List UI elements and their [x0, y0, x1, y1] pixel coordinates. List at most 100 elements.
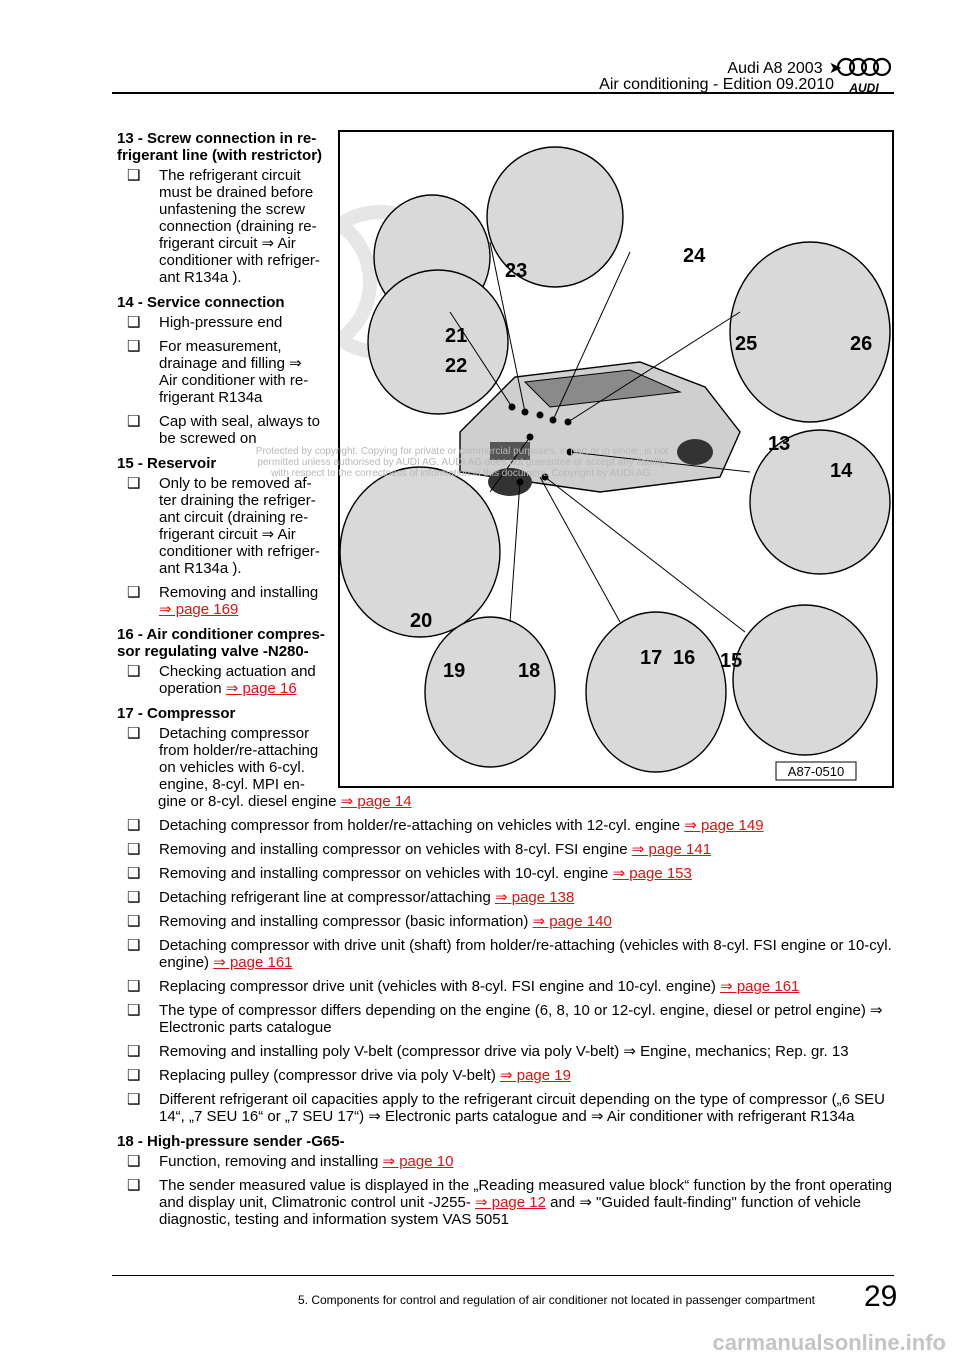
figure-code-box — [775, 761, 857, 781]
bullet-item: ❑ Detaching compressor with drive unit (s… — [117, 937, 897, 971]
compressor-bullet-list: ❑ Detaching compressor from holder/re-att… — [117, 817, 897, 1125]
detail-circle-25-26 — [729, 241, 891, 423]
checkbox-bullet-icon: ❑ — [127, 913, 141, 930]
callout-14: 14 — [830, 460, 853, 482]
header-model-text: Audi A8 2003 — [727, 60, 823, 77]
checkbox-bullet-icon: ❑ — [127, 1067, 141, 1084]
bullet-text: Removing and installing compressor on ve… — [159, 865, 613, 882]
checkbox-bullet-icon: ❑ — [127, 1091, 141, 1108]
page-link[interactable]: ⇒ page 19 — [499, 1067, 571, 1084]
bullet-item: ❑ Detaching compressor from holder/re-att… — [117, 817, 897, 834]
watermark-line: with respect to the correctness of infor… — [271, 468, 653, 479]
site-watermark: carmanualsonline.info — [712, 1330, 947, 1355]
callout-13: 13 — [768, 433, 790, 455]
copyright-watermark: Protected by copyright. Copying for priv… — [232, 446, 692, 479]
checkbox-bullet-icon: ❑ — [127, 663, 141, 680]
page-link[interactable]: ⇒ page 14 — [340, 793, 412, 810]
page-link[interactable]: ⇒ page 161 — [720, 978, 800, 995]
checkbox-bullet-icon: ❑ — [127, 725, 141, 742]
watermark-line: Protected by copyright. Copying for priv… — [255, 446, 669, 457]
bullet-item: ❑ Removing and installing compressor on v… — [117, 841, 897, 858]
checkbox-bullet-icon: ❑ — [127, 865, 141, 882]
detail-circle-20 — [340, 466, 501, 638]
callout-21: 21 — [445, 325, 467, 347]
page-link[interactable]: ⇒ page 161 — [213, 954, 293, 971]
page-number: 29 — [864, 1280, 898, 1313]
callout-19: 19 — [443, 660, 465, 682]
bullet-text: Detaching refrigerant line at compressor… — [159, 889, 496, 906]
callout-22: 22 — [445, 355, 467, 377]
callout-25: 25 — [735, 333, 757, 355]
watermark-line: permitted unless authorised by AUDI AG. … — [257, 457, 667, 468]
bullet-text: Removing and installing compressor (basi… — [159, 913, 533, 930]
page-link[interactable]: ⇒ page 138 — [495, 889, 575, 906]
checkbox-bullet-icon: ❑ — [127, 841, 141, 858]
callout-15: 15 — [720, 650, 742, 672]
bullet-item: ❑ Replacing pulley (compressor drive via … — [117, 1067, 897, 1084]
checkbox-bullet-icon: ❑ — [127, 937, 141, 954]
checkbox-bullet-icon: ❑ — [127, 167, 141, 184]
bullet-text: Detaching compressor with drive unit (sh… — [159, 937, 892, 971]
page-link[interactable]: ⇒ page 141 — [631, 841, 712, 858]
page-link[interactable]: ⇒ page 153 — [612, 865, 692, 882]
checkbox-bullet-icon: ❑ — [127, 475, 141, 492]
detail-circle-15 — [732, 604, 878, 756]
bullet-item: ❑ Function, removing and installing ⇒ pa… — [127, 1153, 454, 1170]
bullet-item: ❑ Only to be removed af-ter draining the… — [127, 475, 320, 577]
header-edition: Air conditioning - Edition 09.2010 — [599, 76, 834, 93]
checkbox-bullet-icon: ❑ — [127, 817, 141, 834]
section-14: 14 - Service connection ❑ High-pressure … — [117, 294, 897, 447]
page-link[interactable]: ⇒ page 12 — [474, 1194, 546, 1211]
detail-circle-24 — [486, 146, 624, 288]
header-model: Audi A8 2003➤ — [727, 58, 842, 78]
bullet-item: ❑ The type of compressor differs dependin… — [117, 1002, 897, 1036]
page-link[interactable]: ⇒ page 10 — [382, 1153, 454, 1170]
header-rule — [112, 92, 894, 94]
bullet-text: The type of compressor differs depending… — [159, 1002, 883, 1036]
callout-23: 23 — [505, 260, 527, 282]
checkbox-bullet-icon: ❑ — [127, 584, 141, 601]
section-13: 13 - Screw connection in re- frigerant l… — [117, 130, 897, 286]
section-16: 16 - Air conditioner compres- sor regula… — [117, 626, 897, 697]
figure-code: A87-0510 — [788, 764, 844, 779]
callout-16: 16 — [673, 647, 695, 669]
page-link[interactable]: ⇒ page 149 — [684, 817, 764, 834]
bullet-item: ❑ Checking actuation and operation ⇒ pag… — [127, 663, 316, 697]
checkbox-bullet-icon: ❑ — [127, 889, 141, 906]
section-17-title: 17 - Compressor — [117, 705, 236, 722]
section-18-title: 18 - High-pressure sender -G65- — [117, 1133, 345, 1150]
bullet-text: Different refrigerant oil capacities app… — [159, 1091, 885, 1125]
checkbox-bullet-icon: ❑ — [127, 1177, 141, 1194]
page-link[interactable]: ⇒ page 140 — [532, 913, 612, 930]
page-link[interactable]: ⇒ page 16 — [225, 680, 297, 697]
detail-circle-21-22 — [367, 269, 509, 415]
footer-rule — [112, 1275, 894, 1276]
detail-circle-13-14 — [749, 429, 891, 575]
checkbox-bullet-icon: ❑ — [127, 314, 141, 331]
bullet-text: Detaching compressor from holder/re-atta… — [159, 817, 685, 834]
bullet-item: ❑ Different refrigerant oil capacities ap… — [117, 1091, 897, 1125]
section-15: 15 - Reservoir ❑ Only to be removed af-t… — [117, 455, 897, 618]
checkbox-bullet-icon: ❑ — [127, 338, 141, 355]
section-13-title: 13 - Screw connection in re- frigerant l… — [117, 130, 323, 164]
section-14-title: 14 - Service connection — [117, 294, 285, 311]
section-16-title: 16 - Air conditioner compres- sor regula… — [117, 626, 325, 660]
bullet-item: ❑Replacing compressor drive unit (vehicl… — [117, 978, 897, 995]
bullet-text: Removing and installing poly V-belt (com… — [159, 1043, 849, 1060]
checkbox-bullet-icon: ❑ — [127, 1002, 141, 1019]
page-link[interactable]: ⇒ page 169 — [159, 601, 239, 618]
bullet-item: ❑ The sender measured value is displayed… — [127, 1177, 892, 1228]
detail-circle-16-17 — [585, 611, 727, 773]
document-content: 13 - Screw connection in re- frigerant l… — [117, 130, 897, 1236]
checkbox-bullet-icon: ❑ — [127, 1153, 141, 1170]
callout-24: 24 — [683, 245, 706, 267]
bullet-text: Replacing pulley (compressor drive via p… — [159, 1067, 500, 1084]
section-18: 18 - High-pressure sender -G65- ❑ Functi… — [117, 1133, 897, 1228]
callout-20: 20 — [410, 610, 432, 632]
footer-chapter: 5. Components for control and regulation… — [298, 1293, 815, 1307]
component-figure: 23 24 21 22 25 26 13 14 20 15 16 17 18 1… — [338, 130, 894, 788]
bullet-text: Removing and installing compressor on ve… — [159, 841, 632, 858]
